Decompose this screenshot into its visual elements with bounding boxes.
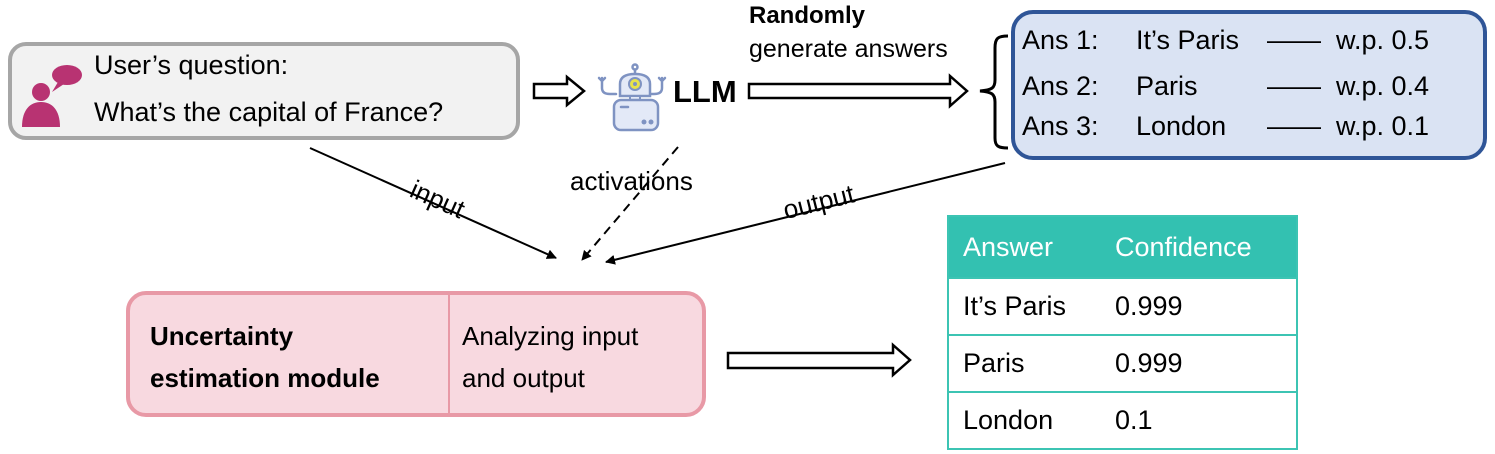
cell-answer: London xyxy=(948,391,1101,449)
answer-3-text: London xyxy=(1136,111,1227,141)
user-question-text: What’s the capital of France? xyxy=(94,97,444,127)
header-confidence: Confidence xyxy=(1101,216,1297,278)
answer-2-text: Paris xyxy=(1136,71,1198,101)
table-row: It’s Paris 0.999 xyxy=(948,277,1297,335)
answer-3-prob: w.p. 0.1 xyxy=(1336,111,1430,141)
table-row: London 0.1 xyxy=(948,391,1297,449)
curly-brace xyxy=(979,34,1009,150)
module-divider xyxy=(448,294,450,414)
header-answer: Answer xyxy=(948,216,1101,278)
cell-answer: Paris xyxy=(948,334,1101,392)
user-question-box xyxy=(8,42,520,140)
answer-2-dash: —— xyxy=(1267,71,1321,101)
answer-1-text: It’s Paris xyxy=(1136,25,1240,55)
answer-2-id: Ans 2: xyxy=(1022,71,1099,101)
cell-confidence: 0.1 xyxy=(1101,391,1297,449)
robot-icon xyxy=(597,63,667,132)
module-title-line2: estimation module xyxy=(150,363,380,393)
output-arrow xyxy=(605,162,1006,265)
randomly-label: Randomly xyxy=(749,2,866,29)
answer-2-prob: w.p. 0.4 xyxy=(1336,71,1430,101)
block-arrow-question-to-llm xyxy=(532,74,586,108)
user-question-label: User’s question: xyxy=(94,50,289,80)
confidence-table: Answer Confidence It’s Paris 0.999 Paris… xyxy=(947,215,1298,450)
module-desc-line1: Analyzing input xyxy=(462,321,639,351)
activations-arrow xyxy=(581,146,679,261)
table-row: Paris 0.999 xyxy=(948,334,1297,392)
activations-edge-label: activations xyxy=(570,166,693,196)
module-desc-line2: and output xyxy=(462,363,585,393)
module-title-line1: Uncertainty xyxy=(150,321,294,351)
table-header-row: Answer Confidence xyxy=(948,216,1297,278)
uncertainty-estimation-module xyxy=(126,291,706,417)
answer-3-id: Ans 3: xyxy=(1022,111,1099,141)
block-arrow-llm-to-answers xyxy=(747,73,969,109)
answer-1-dash: —— xyxy=(1267,25,1321,55)
llm-label: LLM xyxy=(673,74,737,109)
generate-answers-label: generate answers xyxy=(749,35,948,63)
cell-confidence: 0.999 xyxy=(1101,334,1297,392)
cell-answer: It’s Paris xyxy=(948,277,1101,335)
sampled-answers-box xyxy=(1011,10,1487,160)
input-arrow xyxy=(309,147,557,259)
block-arrow-module-to-table xyxy=(726,342,912,378)
answer-1-id: Ans 1: xyxy=(1022,25,1099,55)
cell-confidence: 0.999 xyxy=(1101,277,1297,335)
user-speech-bubble-icon xyxy=(22,65,82,127)
answer-1-prob: w.p. 0.5 xyxy=(1336,25,1430,55)
answer-3-dash: —— xyxy=(1267,111,1321,141)
